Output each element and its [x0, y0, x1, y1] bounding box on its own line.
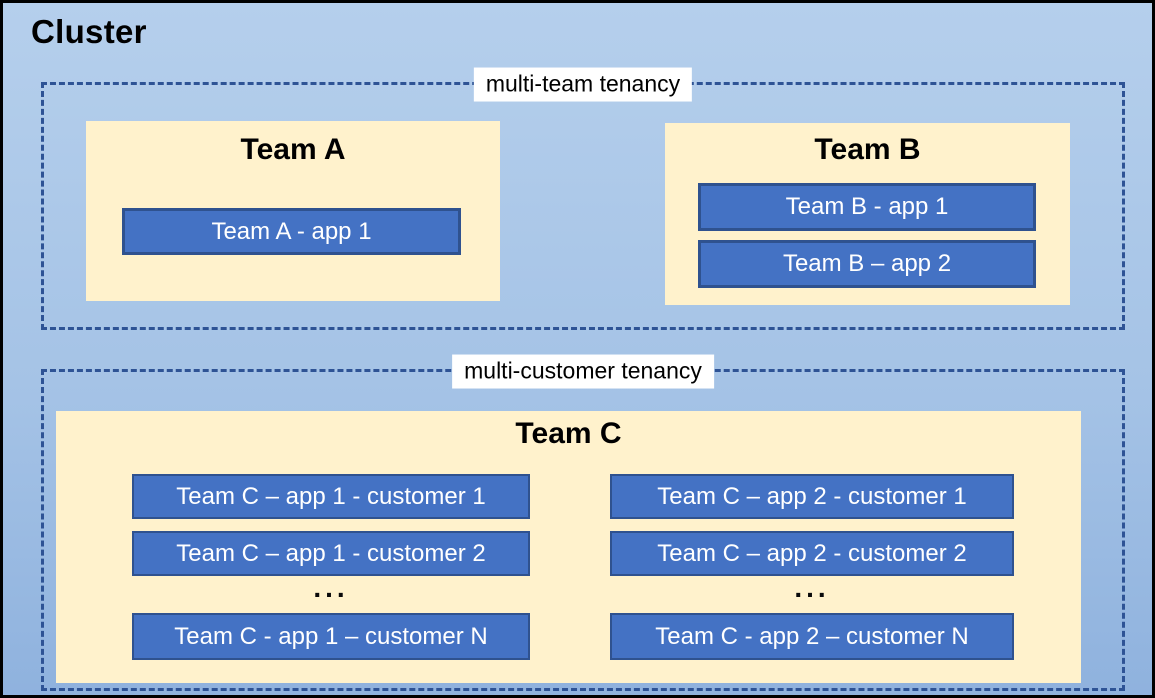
app-box-team-b-app2: Team B – app 2: [698, 240, 1036, 288]
team-c-title: Team C: [515, 417, 622, 450]
app-box-team-c-app2-customer2: Team C – app 2 - customer 2: [610, 531, 1014, 576]
team-a-title: Team A: [240, 133, 346, 166]
ellipsis-text: ...: [794, 571, 830, 603]
ellipsis-text: ...: [313, 571, 349, 603]
app-box-team-c-app2-customerN: Team C - app 2 – customer N: [610, 613, 1014, 660]
team-c-app1-column: Team C – app 1 - customer 1 Team C – app…: [132, 474, 530, 660]
app-box-team-c-app2-customer1: Team C – app 2 - customer 1: [610, 474, 1014, 519]
team-box-b: Team B Team B - app 1 Team B – app 2: [665, 123, 1070, 305]
ellipsis-column-2: ...: [610, 572, 1014, 613]
team-b-title: Team B: [814, 133, 921, 166]
team-box-c: Team C Team C – app 1 - customer 1 Team …: [56, 411, 1081, 683]
app-box-team-c-app1-customerN: Team C - app 1 – customer N: [132, 613, 530, 660]
team-box-a: Team A Team A - app 1: [86, 121, 500, 301]
tenancy-label-multi-team: multi-team tenancy: [473, 67, 693, 102]
ellipsis-column-1: ...: [132, 572, 530, 613]
tenancy-label-multi-customer: multi-customer tenancy: [452, 354, 714, 389]
tenancy-group-multi-customer: multi-customer tenancy Team C Team C – a…: [41, 354, 1125, 691]
tenancy-group-multi-team: multi-team tenancy Team A Team A - app 1…: [41, 67, 1125, 330]
app-box-team-c-app1-customer1: Team C – app 1 - customer 1: [132, 474, 530, 519]
app-box-team-b-app1: Team B - app 1: [698, 183, 1036, 231]
app-box-team-c-app1-customer2: Team C – app 1 - customer 2: [132, 531, 530, 576]
cluster-title: Cluster: [31, 13, 147, 50]
team-c-app2-column: Team C – app 2 - customer 1 Team C – app…: [610, 474, 1014, 660]
app-box-team-a-app1: Team A - app 1: [122, 208, 461, 255]
